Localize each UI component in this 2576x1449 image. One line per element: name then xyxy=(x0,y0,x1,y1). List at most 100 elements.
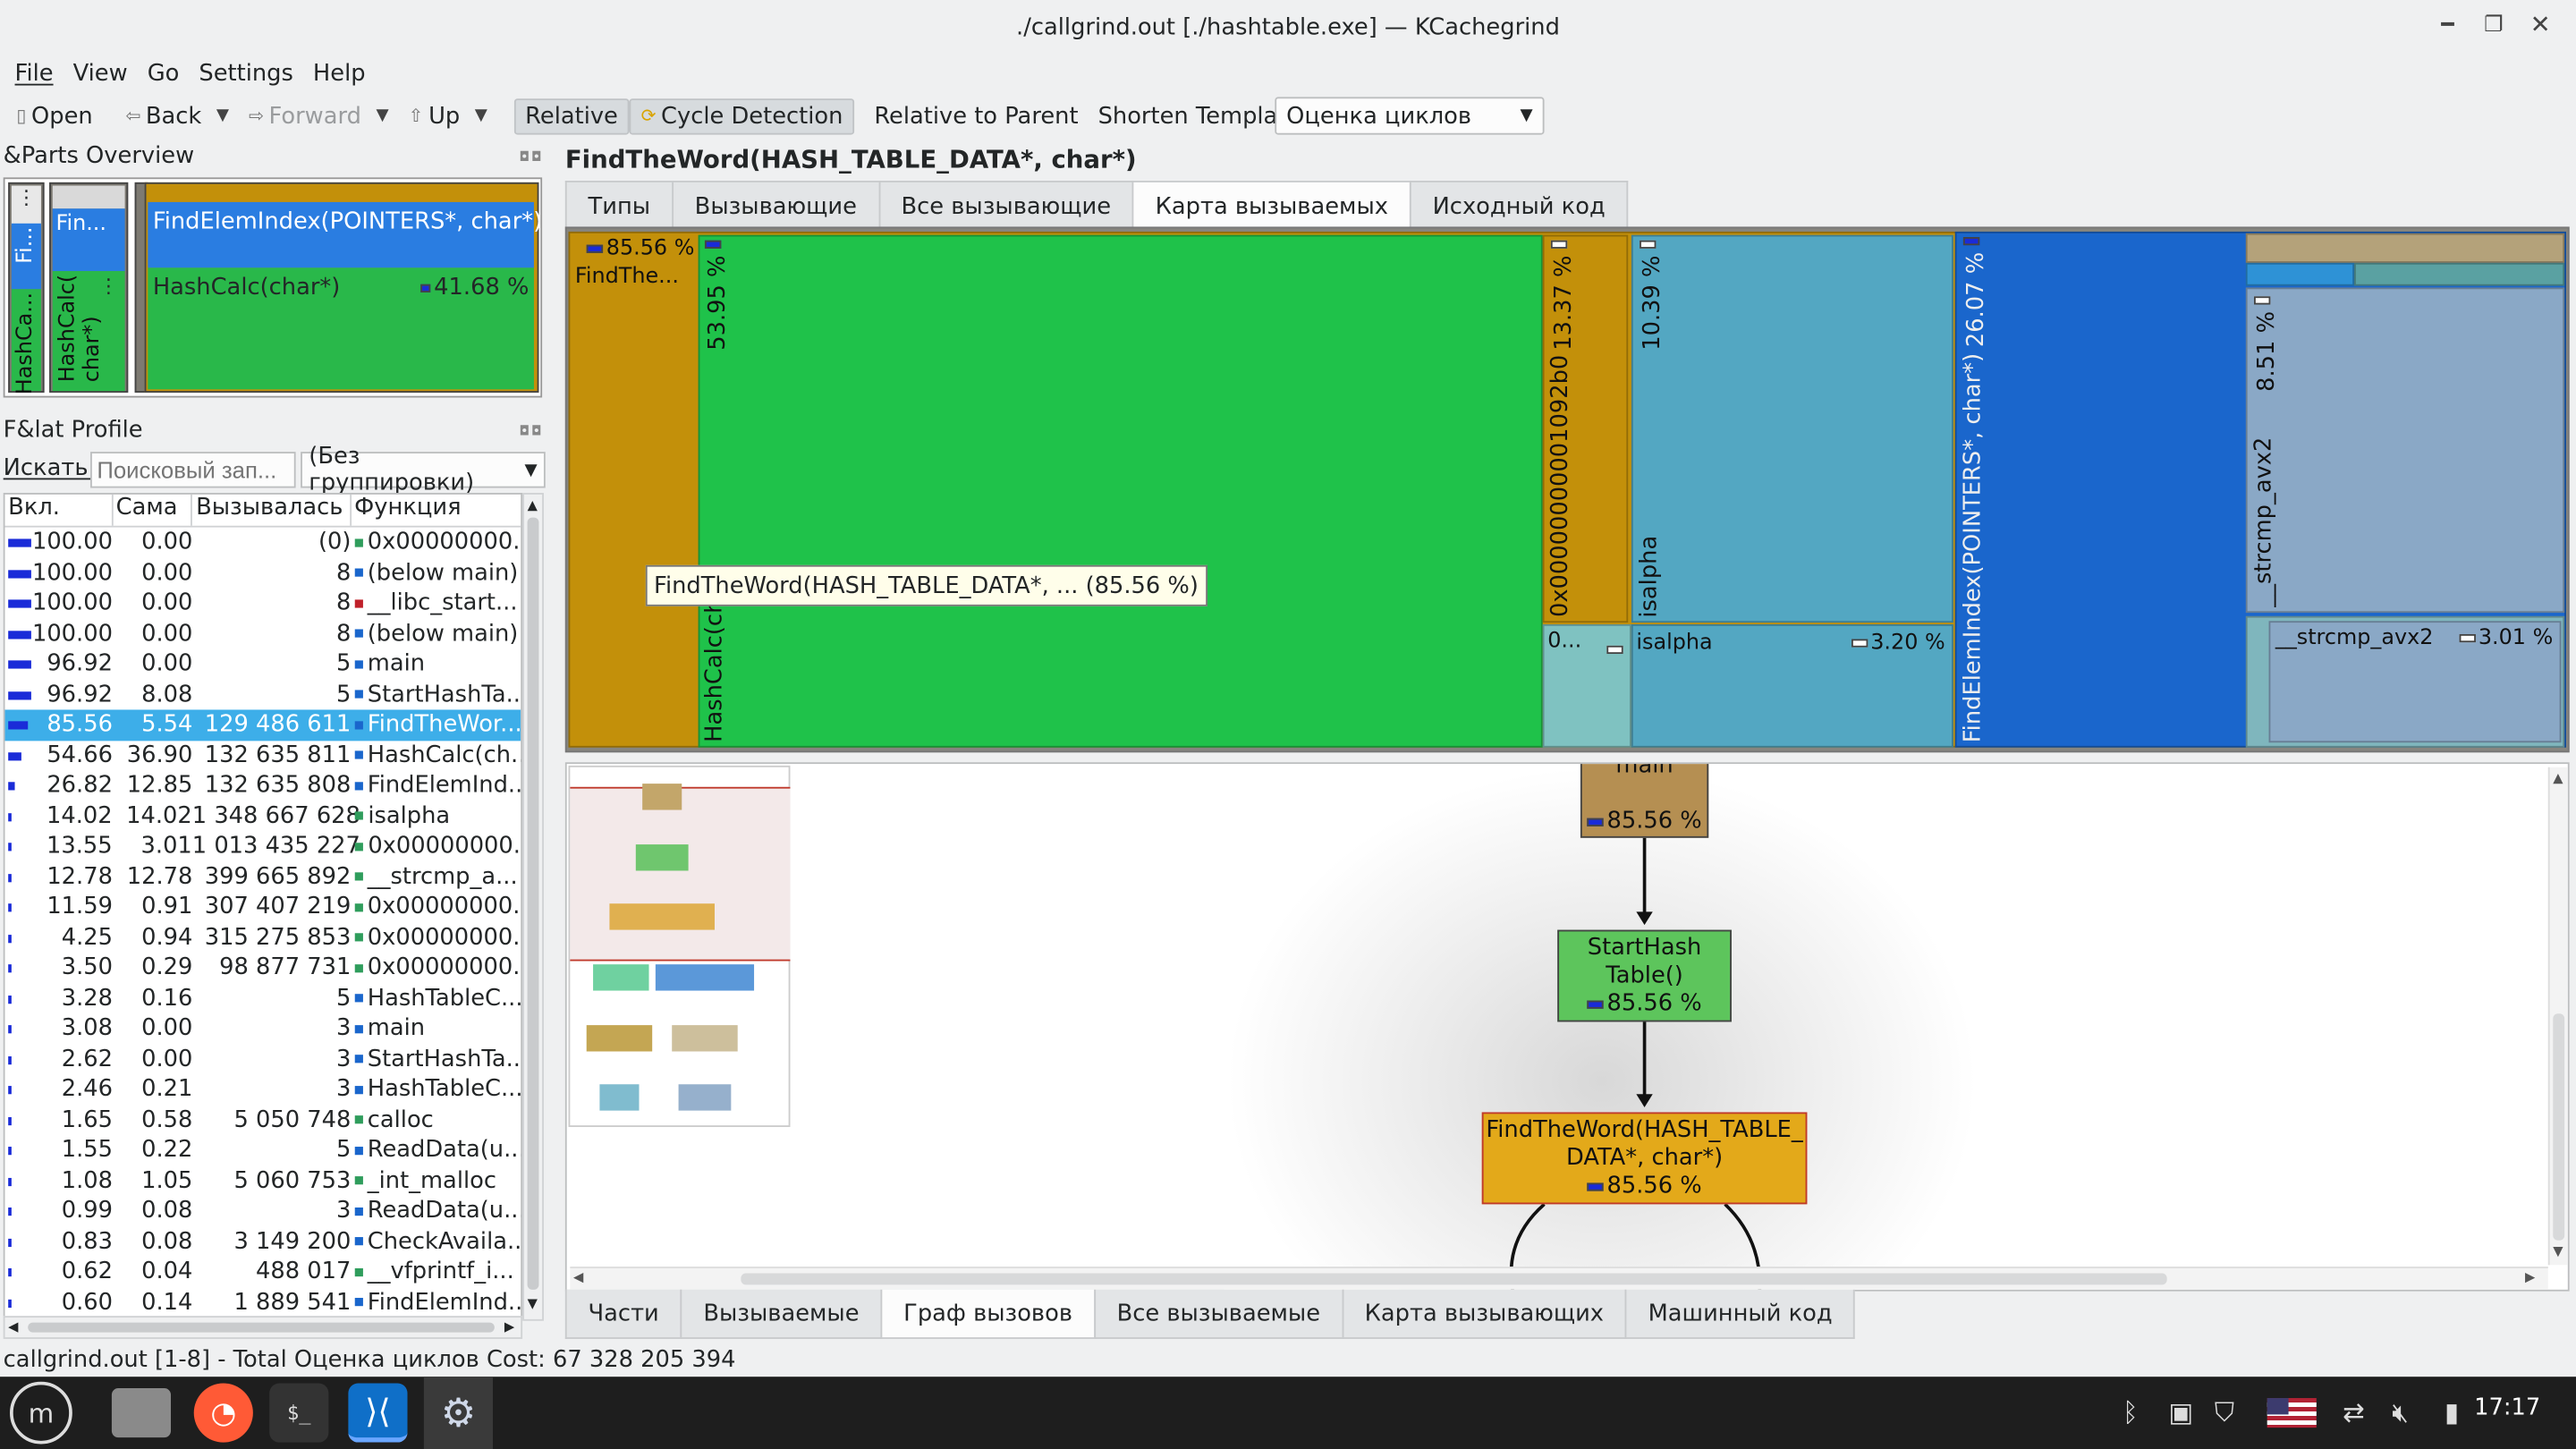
column-inclusive[interactable]: Вкл. xyxy=(5,494,113,526)
dock-float-close-icon[interactable]: ◘◘ xyxy=(519,423,544,439)
menu-go[interactable]: Go xyxy=(147,60,180,88)
up-dropdown-icon[interactable]: ▼ xyxy=(474,106,487,125)
back-button[interactable]: ⇦Back▼ xyxy=(125,102,230,130)
kcachegrind-icon[interactable]: ⚙ xyxy=(423,1377,494,1449)
minimize-icon[interactable]: ━ xyxy=(2441,13,2454,38)
scroll-up-icon[interactable]: ▲ xyxy=(527,497,538,513)
network-icon[interactable]: ⇄ xyxy=(2343,1396,2365,1428)
vscode-icon[interactable]: ⟩⟨ xyxy=(348,1383,408,1443)
clipboard-icon[interactable]: ▣ xyxy=(2168,1396,2194,1428)
grouping-select[interactable]: (Без группировки) ▼ xyxy=(301,444,546,496)
part-2[interactable]: Fin... HashCalc( char*) ⋮ xyxy=(49,182,129,393)
scroll-thumb[interactable] xyxy=(2553,1013,2565,1241)
open-button[interactable]: ▯Open xyxy=(16,102,93,130)
treemap-0x1092b0[interactable]: 13.37 % 0x00000000001092b0 xyxy=(1542,234,1629,623)
relative-toggle[interactable]: Relative xyxy=(513,97,630,134)
tab-bottom-5[interactable]: Машинный код xyxy=(1624,1289,1856,1339)
menu-help[interactable]: Help xyxy=(312,60,366,88)
graph-node-findtheword[interactable]: FindTheWord(HASH_TABLE_ DATA*, char*) 85… xyxy=(1481,1112,1808,1205)
flat-horizontal-scrollbar[interactable]: ◀ ▶ xyxy=(3,1316,523,1339)
terminal-icon[interactable]: $_ xyxy=(269,1383,329,1443)
volume-muted-icon[interactable]: 🔇︎ xyxy=(2392,1396,2409,1428)
close-icon[interactable]: ✕ xyxy=(2529,10,2551,40)
forward-button[interactable]: ⇨Forward▼ xyxy=(249,102,389,130)
dock-float-close-icon[interactable]: ◘◘ xyxy=(519,149,544,165)
flat-vertical-scrollbar[interactable]: ▲ ▼ xyxy=(522,493,544,1321)
call-graph-birdseye[interactable] xyxy=(568,765,791,1128)
files-icon[interactable] xyxy=(111,1388,172,1438)
birdseye-viewport[interactable] xyxy=(570,786,791,962)
treemap-block-blue[interactable] xyxy=(2245,262,2355,286)
forward-dropdown-icon[interactable]: ▼ xyxy=(376,106,389,125)
treemap-hashcalc[interactable]: 53.95 % HashCalc(cha xyxy=(698,234,1543,748)
graph-node-starthashtable[interactable]: StartHash Table() 85.56 % xyxy=(1557,929,1732,1022)
column-called[interactable]: Вызывалась xyxy=(192,494,352,526)
treemap-strcmp[interactable]: 8.51 % __strcmp_avx2 xyxy=(2245,287,2565,614)
scroll-down-icon[interactable]: ▼ xyxy=(2553,1243,2563,1258)
graph-vertical-scrollbar[interactable]: ▲ ▼ xyxy=(2547,767,2568,1266)
scroll-left-icon[interactable]: ◀ xyxy=(573,1269,584,1285)
treemap-isalpha-2[interactable]: isalpha 3.20 % xyxy=(1631,623,1953,748)
mint-menu-icon[interactable]: m xyxy=(10,1381,72,1445)
up-button[interactable]: ⇧Up▼ xyxy=(408,102,487,130)
tab-top-2[interactable]: Все вызывающие xyxy=(877,181,1134,231)
column-function[interactable]: Функция xyxy=(354,494,462,521)
cycle-detection-toggle[interactable]: ⟳Cycle Detection xyxy=(629,97,855,134)
scroll-right-icon[interactable]: ▶ xyxy=(2525,1269,2536,1285)
part-1[interactable]: ⋮ Fi... HashCa... xyxy=(8,182,45,394)
tab-top-0[interactable]: Типы xyxy=(564,181,674,231)
tab-bottom-2[interactable]: Граф вызовов xyxy=(880,1289,1096,1339)
clock[interactable]: 17:17 xyxy=(2474,1394,2541,1421)
column-self[interactable]: Сама xyxy=(113,494,193,526)
shield-icon[interactable]: ⛉ xyxy=(2214,1396,2234,1428)
bluetooth-icon[interactable]: ᛒ xyxy=(2123,1396,2139,1428)
maximize-icon[interactable]: ❐ xyxy=(2484,13,2504,38)
back-dropdown-icon[interactable]: ▼ xyxy=(216,106,230,125)
treemap-isalpha[interactable]: 10.39 % isalpha xyxy=(1631,234,1953,623)
tab-top-4[interactable]: Исходный код xyxy=(1409,181,1629,231)
relative-to-parent-toggle[interactable]: Relative to Parent xyxy=(874,102,1079,130)
scroll-thumb[interactable] xyxy=(28,1322,495,1333)
scroll-thumb[interactable] xyxy=(527,517,539,1290)
treemap-block-teal[interactable] xyxy=(2354,262,2565,286)
cost-type-select[interactable]: Оценка циклов ▼ xyxy=(1275,97,1545,135)
scroll-right-icon[interactable]: ▶ xyxy=(504,1318,515,1335)
tab-bottom-0[interactable]: Части xyxy=(564,1289,682,1339)
tab-bottom-1[interactable]: Вызываемые xyxy=(680,1289,883,1339)
parts-overview-treemap[interactable]: ⋮ Fi... HashCa... Fin... HashCalc( char*… xyxy=(3,177,542,398)
callee-map[interactable]: 85.56 % FindThe... 53.95 % HashCalc(cha … xyxy=(564,226,2570,753)
treemap-small-address[interactable]: 0... xyxy=(1542,623,1631,748)
part-4[interactable]: FindElemIndex(POINTERS*, char*) HashCalc… xyxy=(144,182,542,393)
tab-bottom-3[interactable]: Все вызываемые xyxy=(1093,1289,1343,1339)
tab-top-1[interactable]: Вызывающие xyxy=(671,181,880,231)
scroll-left-icon[interactable]: ◀ xyxy=(8,1318,19,1335)
menu-file[interactable]: File xyxy=(14,60,54,88)
call-graph[interactable]: main 85.56 % StartHash Table() 85.56 % F… xyxy=(564,762,2570,1292)
us-flag-keyboard-layout-icon[interactable] xyxy=(2267,1398,2317,1428)
menu-view[interactable]: View xyxy=(72,60,128,88)
firefox-icon[interactable]: ◔ xyxy=(193,1383,253,1443)
